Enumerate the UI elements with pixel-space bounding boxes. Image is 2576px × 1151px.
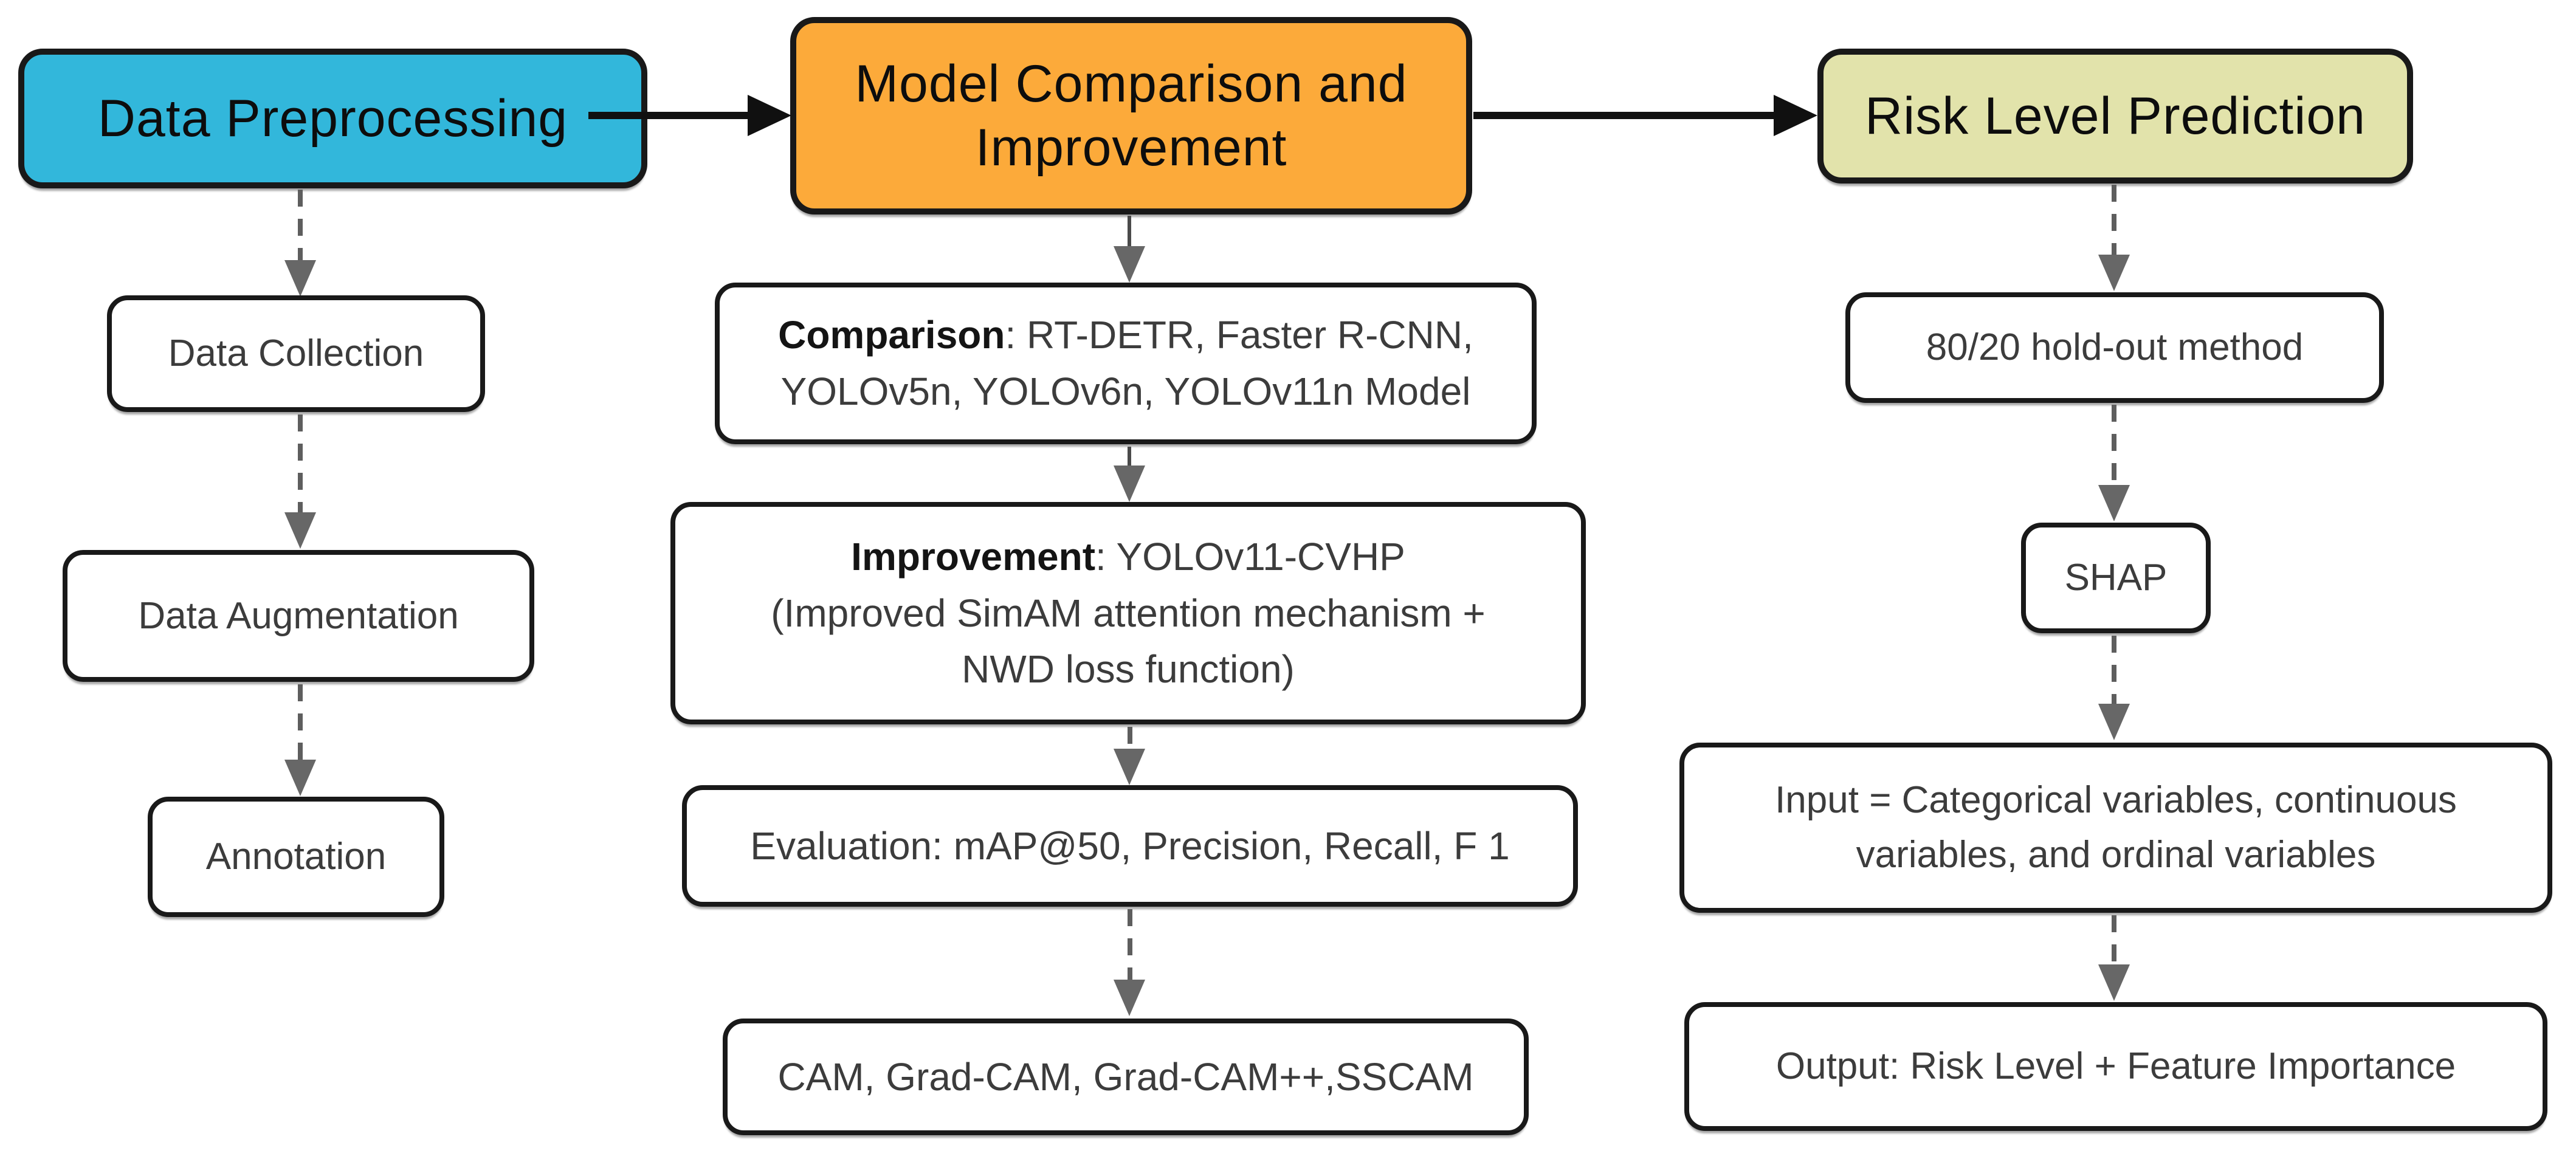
arrowhead-right-icon xyxy=(1774,95,1817,136)
node-output: Output: Risk Level + Feature Importance xyxy=(1684,1002,2547,1131)
dashed-line xyxy=(2112,405,2116,486)
node-shap: SHAP xyxy=(2021,523,2211,633)
node-annotation: Annotation xyxy=(148,797,444,917)
node-input-variables: Input = Categorical variables, continuou… xyxy=(1679,743,2552,913)
dashed-line xyxy=(298,684,303,762)
node-annotation-label: Annotation xyxy=(205,836,387,878)
header-data-preprocessing: Data Preprocessing xyxy=(18,49,647,188)
arrow-line xyxy=(1473,112,1777,119)
arrowhead-down-icon xyxy=(1114,980,1145,1016)
node-output-label: Output: Risk Level + Feature Importance xyxy=(1775,1045,2456,1088)
comparison-bold-prefix: Comparison xyxy=(778,313,1005,357)
arrowhead-down-icon xyxy=(2098,255,2130,291)
node-data-augmentation: Data Augmentation xyxy=(63,550,534,682)
header-model-comparison-label: Model Comparison and Improvement xyxy=(855,54,1408,177)
arrowhead-down-icon xyxy=(1114,749,1145,785)
node-evaluation-label: Evaluation: mAP@50, Precision, Recall, F… xyxy=(750,823,1510,868)
dashed-line xyxy=(2112,185,2116,255)
arrowhead-down-icon xyxy=(284,512,316,549)
node-improvement-label: Improvement: YOLOv11-CVHP (Improved SimA… xyxy=(760,529,1496,698)
arrow-line xyxy=(588,112,751,119)
node-data-collection: Data Collection xyxy=(107,295,485,412)
node-evaluation: Evaluation: mAP@50, Precision, Recall, F… xyxy=(682,785,1578,907)
node-cam-methods: CAM, Grad-CAM, Grad-CAM++,SSCAM xyxy=(723,1019,1529,1135)
header-data-preprocessing-label: Data Preprocessing xyxy=(97,89,568,148)
dashed-line xyxy=(2112,636,2116,705)
arrowhead-down-icon xyxy=(1114,466,1145,502)
dashed-line xyxy=(1128,909,1132,981)
header-risk-level: Risk Level Prediction xyxy=(1817,49,2413,184)
node-holdout: 80/20 hold-out method xyxy=(1845,292,2384,403)
arrowhead-down-icon xyxy=(284,760,316,796)
dashed-line xyxy=(298,414,303,515)
node-comparison: Comparison: RT-DETR, Faster R-CNN, YOLOv… xyxy=(715,283,1537,444)
arrowhead-down-icon xyxy=(2098,964,2130,1001)
improvement-bold-prefix: Improvement xyxy=(851,534,1096,579)
dashed-line xyxy=(298,190,303,261)
arrowhead-right-icon xyxy=(748,95,791,136)
dashed-line xyxy=(2112,915,2116,966)
node-comparison-label: Comparison: RT-DETR, Faster R-CNN, YOLOv… xyxy=(753,307,1498,420)
node-cam-methods-label: CAM, Grad-CAM, Grad-CAM++,SSCAM xyxy=(777,1054,1474,1099)
arrowhead-down-icon xyxy=(1114,246,1145,283)
connector-line xyxy=(1128,447,1131,469)
comparison-rest: : RT-DETR, Faster R-CNN, YOLOv5n, YOLOv6… xyxy=(780,313,1473,413)
arrowhead-down-icon xyxy=(2098,485,2130,521)
node-data-collection-label: Data Collection xyxy=(168,332,424,375)
node-input-variables-label: Input = Categorical variables, continuou… xyxy=(1775,779,2457,876)
improvement-rest: : YOLOv11-CVHP (Improved SimAM attention… xyxy=(771,534,1486,692)
header-model-comparison: Model Comparison and Improvement xyxy=(790,17,1472,215)
node-holdout-label: 80/20 hold-out method xyxy=(1926,326,2304,369)
connector-line xyxy=(1128,216,1131,250)
node-shap-label: SHAP xyxy=(2064,557,2168,599)
node-data-augmentation-label: Data Augmentation xyxy=(138,594,459,637)
arrowhead-down-icon xyxy=(2098,704,2130,740)
arrowhead-down-icon xyxy=(284,260,316,297)
node-improvement: Improvement: YOLOv11-CVHP (Improved SimA… xyxy=(670,502,1586,724)
header-risk-level-label: Risk Level Prediction xyxy=(1864,86,2366,145)
dashed-line xyxy=(1128,727,1132,751)
